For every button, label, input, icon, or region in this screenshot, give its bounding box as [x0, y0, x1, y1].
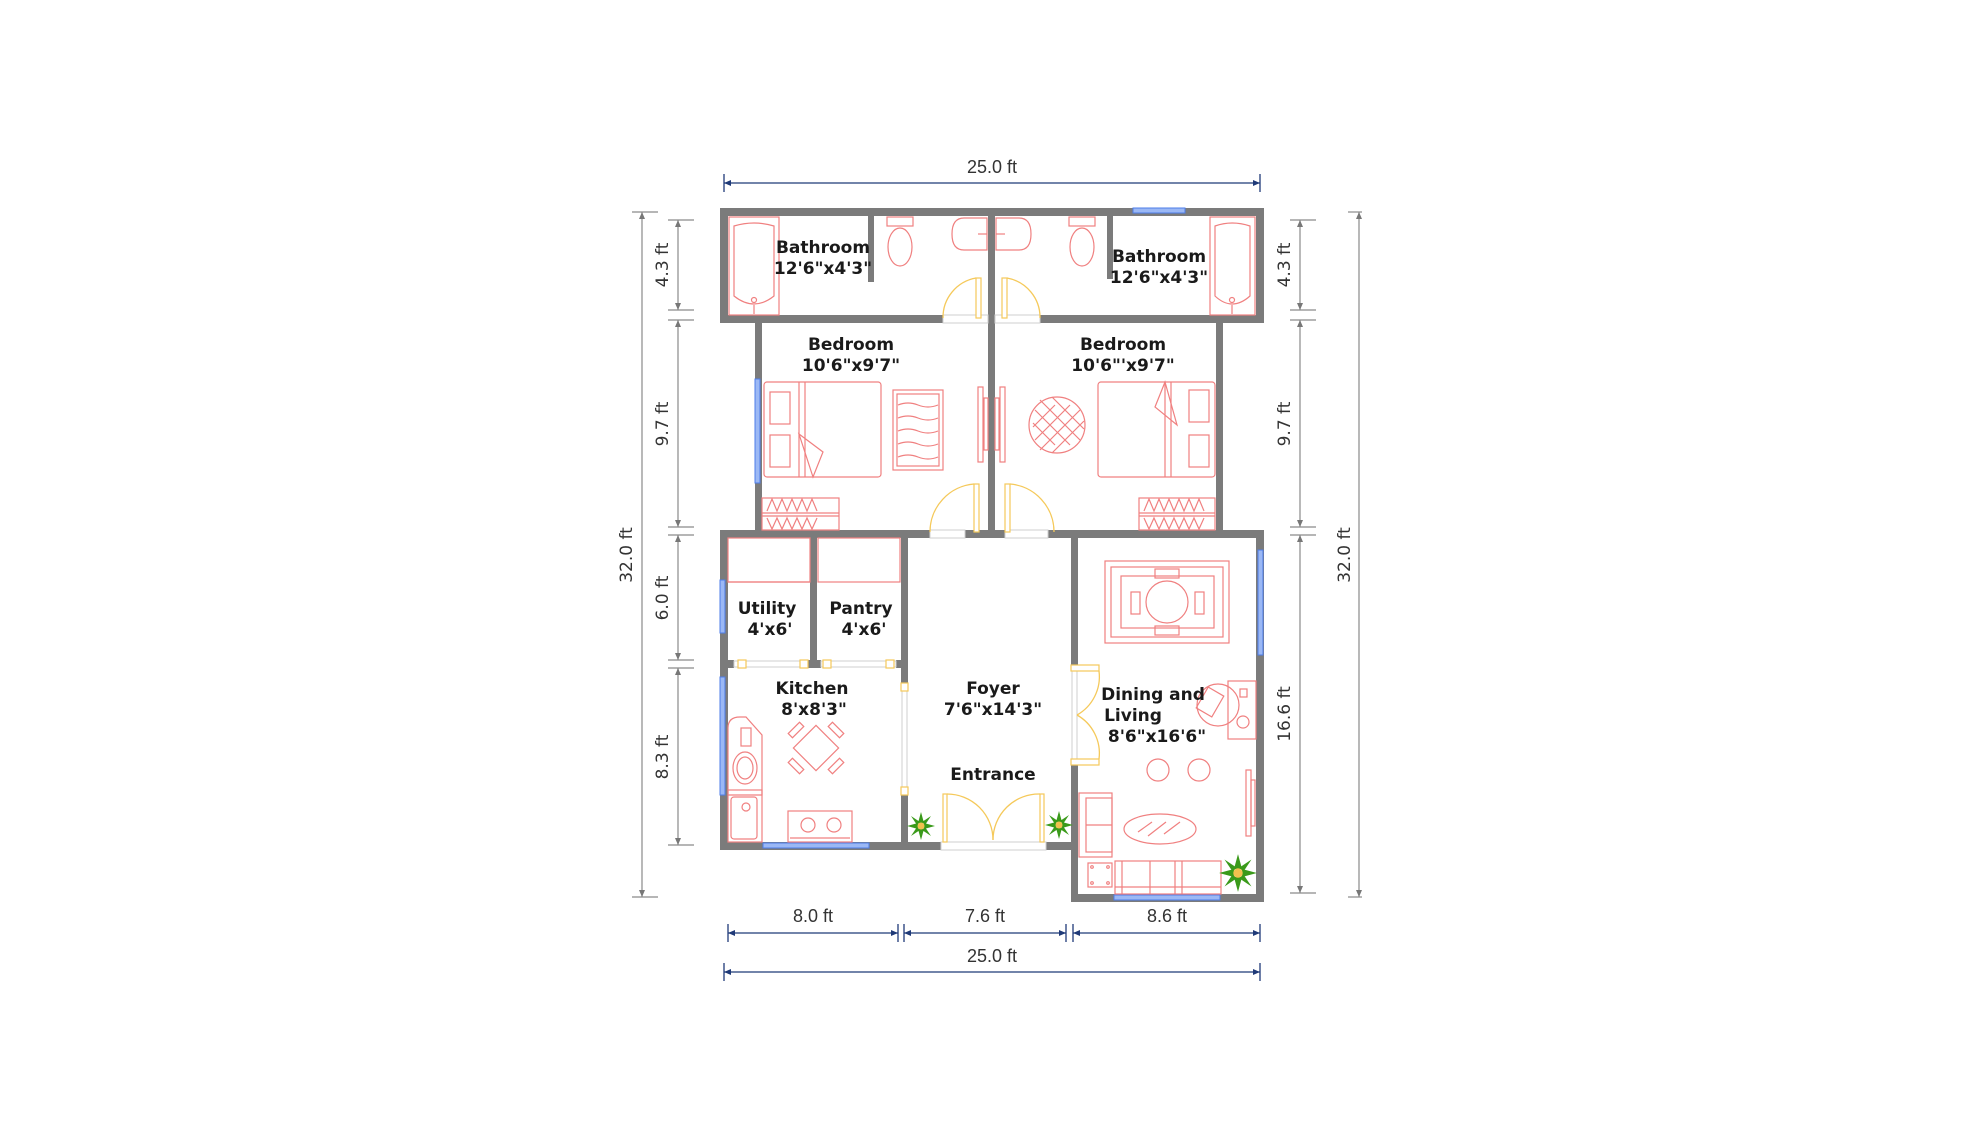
doors — [733, 277, 1101, 851]
dimension-left-bathroom: 4.3 ft — [653, 242, 673, 287]
dimension-top: 25.0 ft — [723, 157, 1261, 192]
sofa-side — [1078, 792, 1113, 858]
door-bedroom-right — [1004, 483, 1055, 539]
label-bathroom-left-name: Bathroom — [776, 238, 870, 258]
kitchen-dining-table — [787, 721, 845, 775]
wall-shelf — [1245, 769, 1256, 837]
furniture — [727, 216, 1257, 895]
pantry-shelf — [817, 537, 901, 583]
label-pantry-name: Pantry — [829, 599, 892, 619]
round-rug-right — [1028, 396, 1086, 454]
plant-icon — [1045, 811, 1073, 839]
dimension-bottom-dining: 8.6 ft — [1147, 906, 1187, 926]
window-dining-side — [1257, 549, 1264, 656]
label-dining-name-1: Dining and — [1101, 685, 1205, 705]
toilet-left — [886, 216, 914, 267]
label-pantry-size: 4'x6' — [841, 620, 886, 640]
label-bedroom-right-size: 10'6"'x9'7" — [1071, 356, 1174, 376]
side-stools — [1146, 758, 1211, 782]
label-kitchen-size: 8'x8'3" — [781, 700, 847, 720]
door-bathroom-left — [942, 277, 989, 324]
bathtub-left — [728, 216, 780, 316]
armchair — [1195, 683, 1240, 727]
dimension-left-bedroom: 9.7 ft — [653, 401, 673, 446]
sink-left — [951, 217, 988, 251]
label-dining-name-2: Living — [1104, 706, 1162, 726]
label-foyer-name: Foyer — [966, 679, 1020, 699]
rug-left — [892, 389, 944, 471]
coffee-table — [1123, 813, 1197, 845]
plant-icon — [907, 812, 935, 840]
walls — [720, 208, 1264, 902]
label-foyer-size: 7'6"x14'3" — [944, 700, 1042, 720]
plants — [907, 811, 1257, 892]
wardrobe-right — [1138, 497, 1216, 531]
dining-table-rug — [1104, 560, 1230, 644]
dimension-bottom-total: 25.0 ft — [967, 946, 1017, 966]
door-bathroom-right — [994, 277, 1041, 324]
dimension-top-label: 25.0 ft — [967, 157, 1017, 177]
side-table — [1087, 862, 1113, 888]
dimension-left-utility: 6.0 ft — [653, 575, 673, 620]
bed-right — [1097, 380, 1216, 478]
dimension-left: 32.0 ft 4.3 ft 9.7 ft 6.0 ft 8.3 ft — [617, 211, 694, 898]
wardrobe-left — [761, 497, 840, 531]
sofa-bottom — [1114, 860, 1222, 895]
bed-left — [763, 381, 882, 479]
dimension-bottom-kitchen: 8.0 ft — [793, 906, 833, 926]
dimension-bottom-foyer: 7.6 ft — [965, 906, 1005, 926]
bathtub-right — [1209, 216, 1256, 316]
dimension-bottom: 8.0 ft 7.6 ft 8.6 ft 25.0 ft — [723, 906, 1261, 981]
utility-shelf — [727, 537, 811, 583]
label-entrance: Entrance — [950, 765, 1035, 785]
dimension-right-total: 32.0 ft — [1335, 527, 1355, 583]
dimension-right-bathroom: 4.3 ft — [1275, 242, 1295, 287]
plant-icon — [1219, 854, 1257, 892]
wall-unit-left — [977, 386, 989, 463]
door-entrance — [940, 793, 1047, 851]
stove — [787, 810, 853, 843]
label-bedroom-left-size: 10'6"x9'7" — [802, 356, 900, 376]
label-bathroom-right-name: Bathroom — [1112, 247, 1206, 267]
tv-unit — [1227, 680, 1257, 740]
door-dining — [1070, 664, 1101, 766]
dimension-right-dining: 16.6 ft — [1275, 686, 1295, 742]
window-living-bottom — [1113, 894, 1221, 901]
label-dining-size: 8'6"x16'6" — [1108, 727, 1206, 747]
window-kitchen-side — [719, 676, 726, 796]
window-utility — [719, 579, 726, 634]
window-bathroom-right — [1132, 207, 1186, 214]
label-bedroom-right-name: Bedroom — [1080, 335, 1166, 355]
wall-unit-right — [994, 386, 1006, 463]
dimension-left-total: 32.0 ft — [617, 527, 637, 583]
door-bedroom-left — [929, 483, 980, 539]
label-kitchen-name: Kitchen — [776, 679, 849, 699]
label-utility-name: Utility — [738, 599, 797, 619]
dimension-left-kitchen: 8.3 ft — [653, 734, 673, 779]
sink-right — [995, 217, 1032, 251]
kitchen-counter — [727, 716, 763, 843]
dimension-right: 32.0 ft 4.3 ft 9.7 ft 16.6 ft — [1275, 211, 1362, 898]
toilet-right — [1068, 216, 1096, 267]
label-bedroom-left-name: Bedroom — [808, 335, 894, 355]
label-bathroom-right-size: 12'6"x4'3" — [1110, 268, 1208, 288]
dimension-right-bedroom: 9.7 ft — [1275, 401, 1295, 446]
windows — [719, 207, 1264, 901]
room-labels: Bathroom 12'6"x4'3" Bathroom 12'6"x4'3" … — [738, 238, 1208, 785]
window-bedroom-left — [754, 378, 761, 484]
label-bathroom-left-size: 12'6"x4'3" — [774, 259, 872, 279]
window-kitchen-bottom — [762, 842, 870, 849]
label-utility-size: 4'x6' — [747, 620, 792, 640]
